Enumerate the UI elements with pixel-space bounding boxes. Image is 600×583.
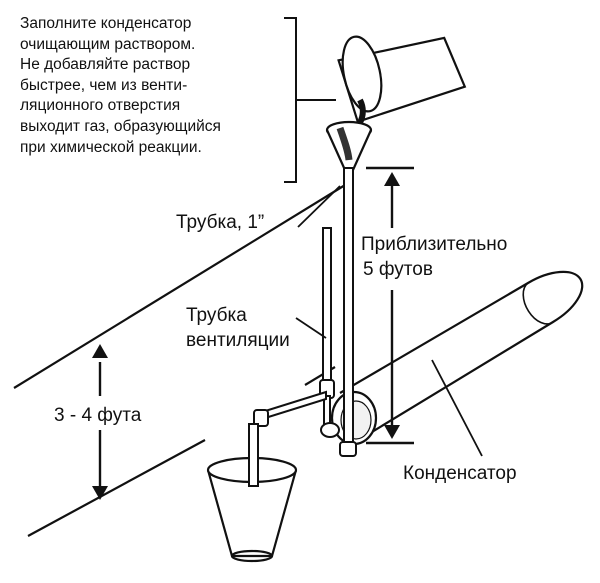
tube-1inch-label: Трубка, 1” [176, 212, 265, 233]
pouring-bucket [337, 35, 467, 135]
instruction-text: Заполните конденсатор очищающим растворо… [20, 14, 290, 158]
instruction-bracket [284, 17, 336, 183]
approx-label-line2: 5 футов [363, 259, 433, 280]
condenser-cylinder [330, 270, 584, 446]
height-3-4ft-label: 3 - 4 фута [54, 405, 142, 426]
catch-bucket [206, 423, 298, 563]
height-arrow-5ft [366, 166, 414, 445]
floor-lines [13, 181, 351, 537]
vent-label-line1: Трубка [186, 305, 247, 326]
vent-tube [248, 227, 340, 485]
instruction-line: выходит газ, образующийся [20, 117, 221, 135]
main-tube [339, 167, 357, 457]
instruction-line: быстрее, чем из венти- [20, 76, 188, 94]
instruction-line: Не добавляйте раствор [20, 56, 191, 74]
condenser-label: Конденсатор [403, 463, 517, 484]
instruction-line: Заполните конденсатор [20, 15, 192, 32]
instruction-line: очищающим раствором. [20, 35, 196, 53]
height-arrow-3-4ft [92, 344, 108, 500]
instruction-line: ляционного отверстия [20, 97, 181, 115]
vent-label-line2: вентиляции [186, 330, 290, 351]
leader-lines [295, 185, 483, 457]
approx-label-line1: Приблизительно [361, 234, 508, 255]
instruction-line: при химической реакции. [20, 138, 202, 156]
funnel [325, 120, 373, 172]
